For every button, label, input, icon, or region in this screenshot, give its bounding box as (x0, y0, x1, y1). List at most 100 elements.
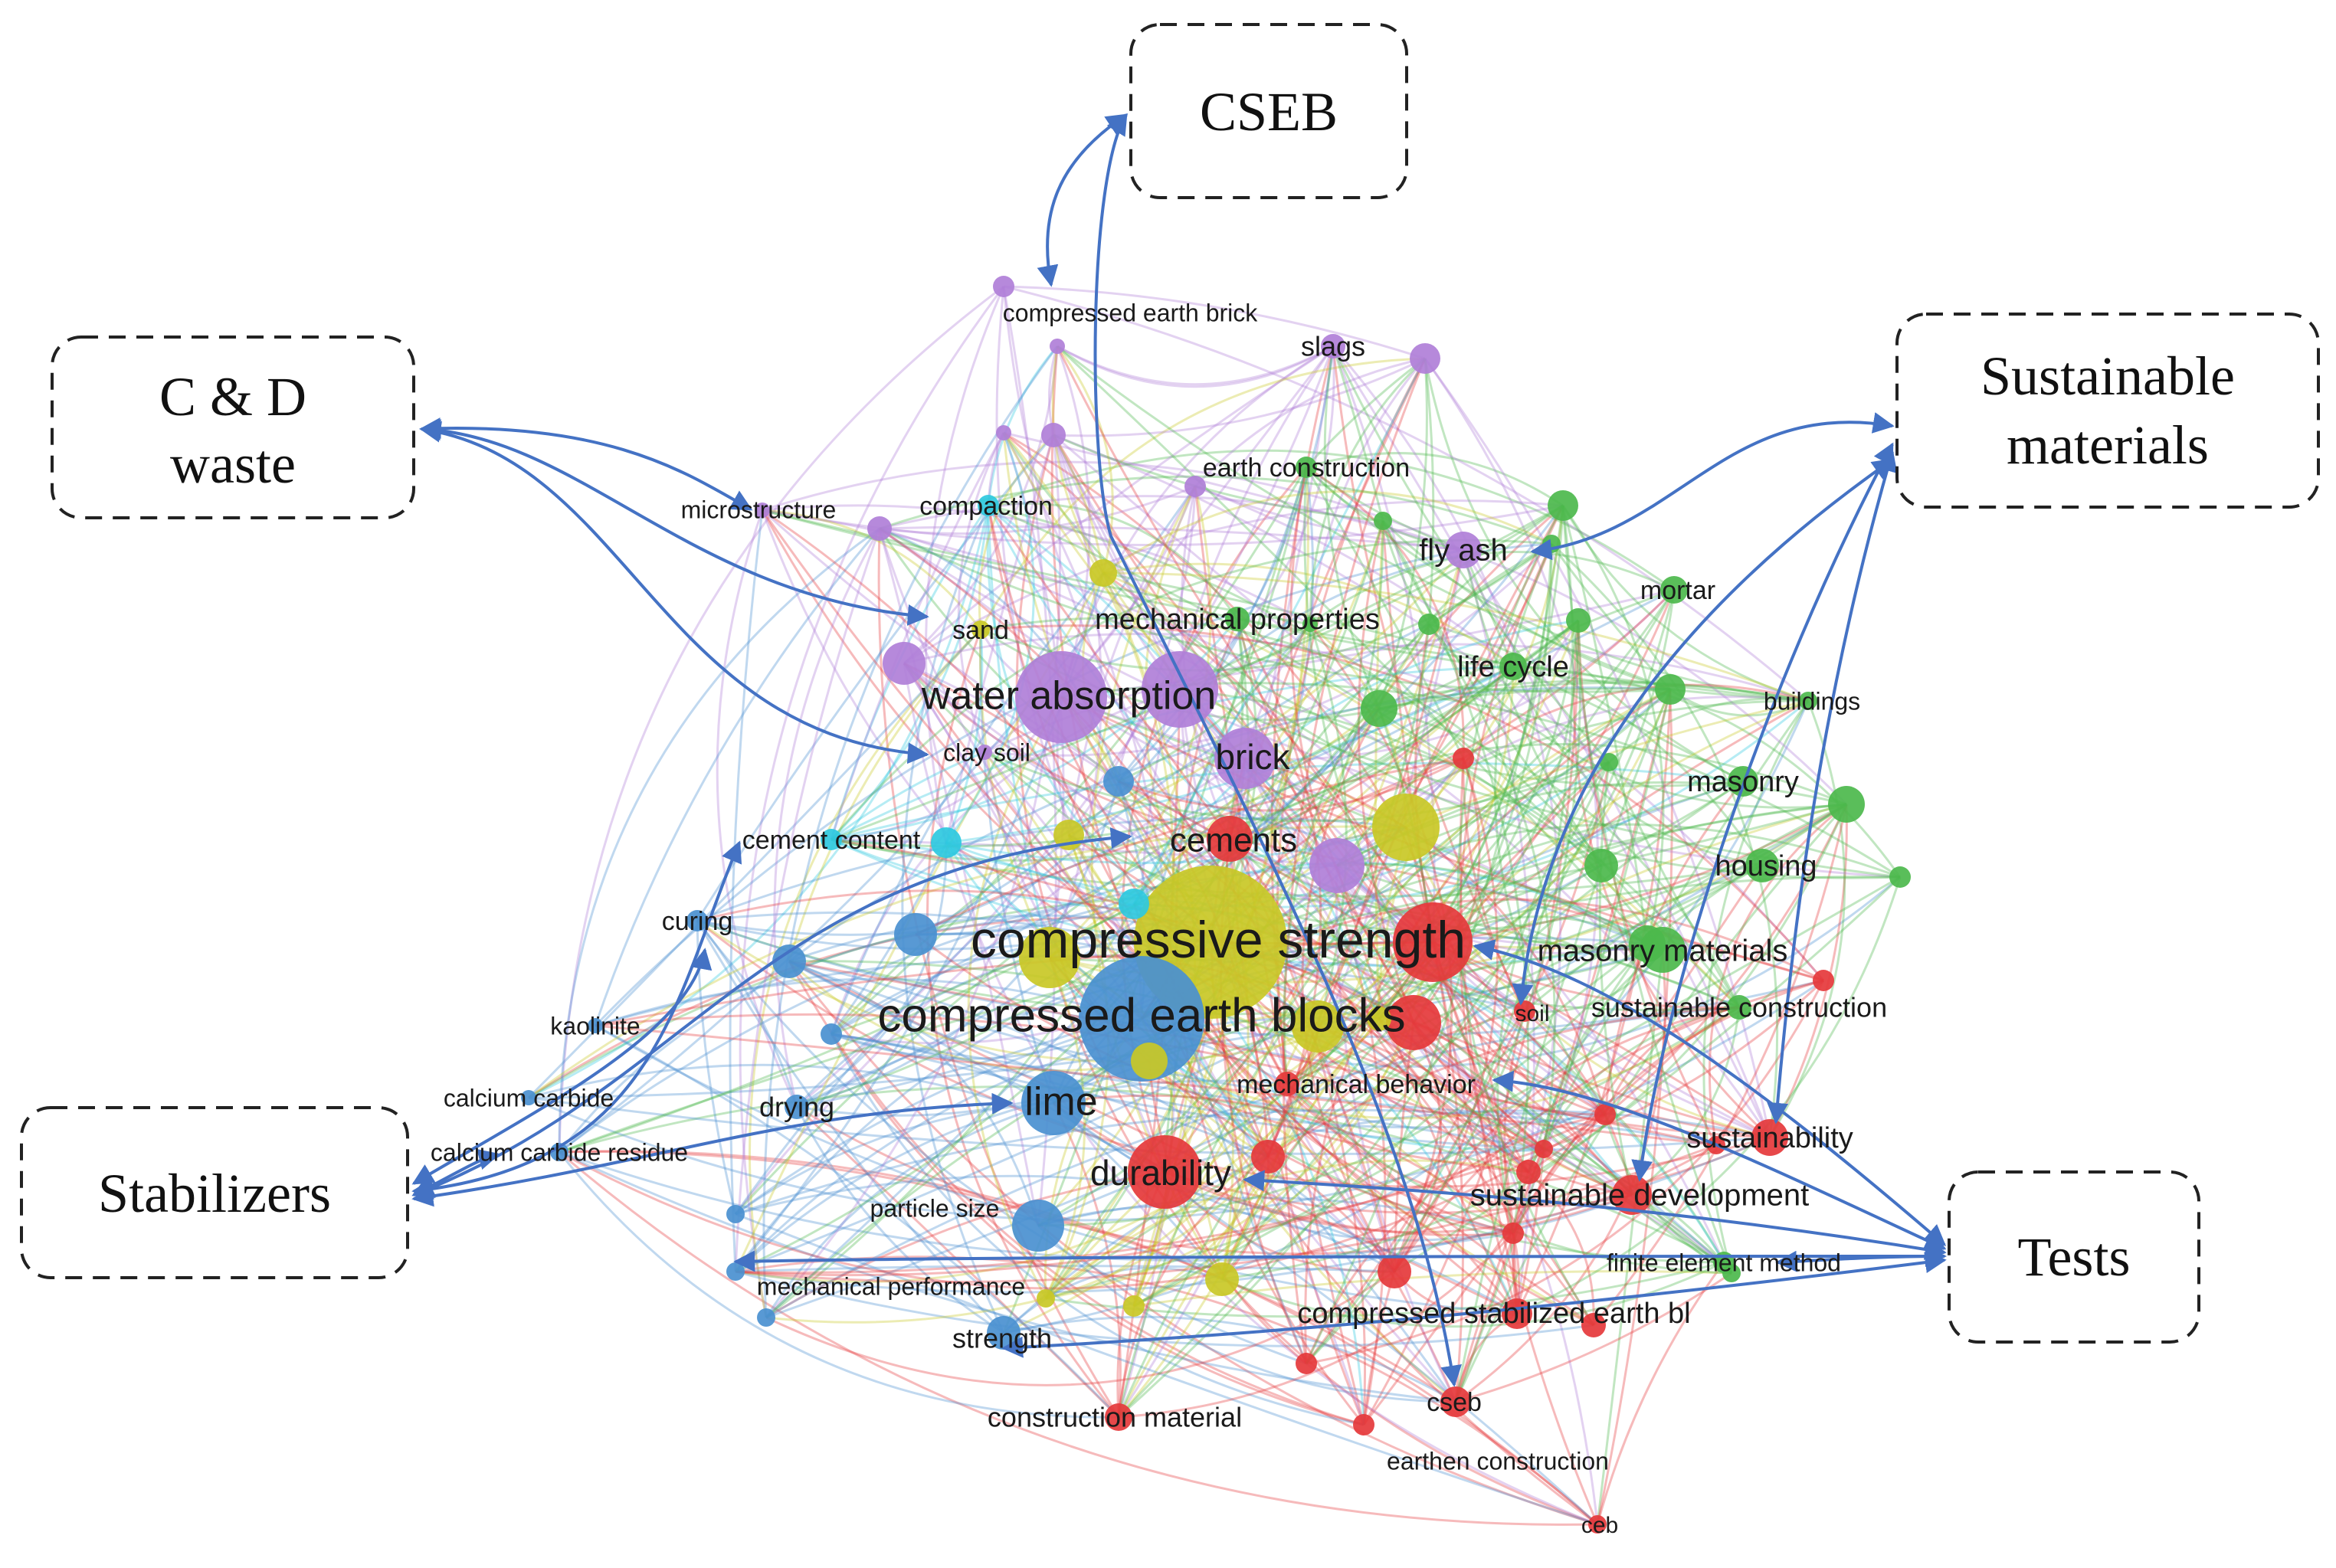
keyword-label-kaolinite: kaolinite (550, 1012, 640, 1039)
keyword-label-sustainable-development: sustainable development (1470, 1179, 1810, 1213)
keyword-label-soil: soil (1515, 1001, 1549, 1026)
keyword-label-cement-content: cement content (742, 826, 921, 855)
keyword-label-water-absorption: water absorption (921, 674, 1216, 719)
keyword-label-sand: sand (952, 616, 1009, 645)
keyword-node (772, 944, 806, 978)
keyword-node (1123, 1295, 1145, 1317)
box-text-sustainable-materials-line2: materials (2007, 414, 2209, 476)
keyword-node (1548, 490, 1578, 521)
keyword-label-curing: curing (662, 907, 733, 936)
co-occurrence-link (1052, 434, 1105, 574)
keyword-node (757, 1308, 775, 1327)
keyword-node (894, 913, 937, 956)
keyword-node (1813, 970, 1834, 991)
keyword-label-compaction: compaction (919, 492, 1053, 521)
keyword-node-clay-soil (977, 745, 992, 760)
keyword-node (1131, 1043, 1168, 1079)
keyword-node-earthen-construction (1353, 1414, 1374, 1435)
co-occurrence-link (830, 505, 990, 841)
keyword-node (1584, 849, 1618, 882)
category-box-cd-waste: C & D waste (51, 336, 415, 519)
keyword-label-masonry-materials: masonry materials (1538, 935, 1788, 968)
category-box-tests: Tests (1948, 1170, 2200, 1344)
keyword-node (1089, 559, 1117, 587)
keyword-label-sustainable-construction: sustainable construction (1591, 992, 1887, 1023)
keyword-label-earthen-construction: earthen construction (1387, 1447, 1609, 1475)
category-box-cseb: CSEB (1129, 23, 1408, 199)
keyword-node (1889, 866, 1911, 888)
keyword-label-fly-ash: fly ash (1419, 534, 1508, 568)
keyword-node-construction-material (1105, 1403, 1132, 1431)
keyword-node (1103, 766, 1134, 797)
keyword-node (1566, 608, 1591, 633)
box-text-cd-waste-line2: waste (170, 434, 296, 495)
keyword-label-compressed-stabilized-earth-bl: compressed stabilized earth bl (1297, 1298, 1690, 1330)
keyword-label-cements: cements (1170, 822, 1297, 859)
co-occurrence-link (903, 345, 1059, 665)
keyword-node (867, 516, 892, 541)
keyword-node (726, 1205, 745, 1223)
keyword-node (1296, 1353, 1317, 1374)
keyword-node-compressed-earth-brick (993, 276, 1014, 297)
keyword-node-sand (971, 620, 990, 639)
keyword-label-compressive-strength: compressive strength (971, 911, 1466, 969)
co-occurrence-link (978, 434, 1055, 630)
keyword-label-masonry: masonry (1687, 766, 1799, 798)
keyword-node (1378, 1255, 1411, 1288)
keyword-label-cseb-node: cseb (1427, 1388, 1482, 1417)
keyword-node-cseb-node (1440, 1386, 1471, 1417)
keyword-label-life-cycle: life cycle (1457, 651, 1569, 683)
keyword-label-construction-material: construction material (988, 1402, 1242, 1433)
co-occurrence-link (559, 1151, 1598, 1526)
box-text-tests: Tests (2018, 1226, 2131, 1288)
keyword-node-particle-size (1012, 1200, 1064, 1252)
keyword-node (1309, 838, 1365, 893)
co-occurrence-link (987, 345, 1059, 506)
arrow-cd-waste-to-clay-soil (419, 421, 929, 764)
co-occurrence-link (1056, 345, 1091, 698)
arrow-cseb-to-compressed-earth-brick (1037, 113, 1129, 287)
keyword-node (1502, 1223, 1524, 1244)
co-occurrence-link (957, 432, 1005, 753)
arrow-tests-to-strength (1001, 1252, 1947, 1358)
keyword-label-drying: drying (759, 1092, 834, 1123)
keyword-node-ceb (1588, 1515, 1607, 1534)
co-occurrence-link (945, 629, 984, 843)
arrow-tests-to-finite-element-method (1775, 1246, 1947, 1272)
keyword-node-water-absorption (1015, 651, 1107, 743)
keyword-node (1251, 1140, 1285, 1174)
arrow-cd-waste-to-sand (419, 419, 929, 626)
keyword-label-sustainability: sustainability (1686, 1122, 1853, 1154)
keyword-node (883, 642, 926, 685)
co-occurrence-link (945, 432, 1035, 843)
keyword-node (1037, 1289, 1055, 1308)
keyword-label-mechanical-performance: mechanical performance (757, 1272, 1025, 1300)
keyword-node (931, 827, 962, 858)
keyword-node (996, 425, 1011, 440)
keyword-label-brick: brick (1215, 737, 1290, 777)
category-arrows (411, 113, 1947, 1387)
keyword-labels: compressive strength compressed earth blo… (431, 299, 1887, 1537)
co-occurrence-link (903, 662, 1119, 783)
keyword-label-calcium-carbide: calcium carbide (444, 1084, 614, 1111)
keyword-node-mechanical-performance (726, 1262, 745, 1281)
keyword-label-calcium-carbide-residue: calcium carbide residue (431, 1138, 688, 1166)
keyword-label-microstructure: microstructure (681, 496, 837, 523)
arrow-tests-to-compressive-strength (1473, 939, 1947, 1246)
arrow-sustmat-to-fly-ash (1530, 412, 1895, 561)
keyword-node (1361, 690, 1397, 727)
keyword-label-mechanical-behavior: mechanical behavior (1237, 1070, 1476, 1099)
keyword-node (1050, 339, 1065, 354)
box-text-cd-waste-line1: C & D (159, 366, 306, 427)
keyword-label-compressed-earth-blocks: compressed earth blocks (877, 989, 1405, 1042)
keyword-node (1655, 674, 1686, 705)
keyword-label-slags: slags (1301, 331, 1365, 362)
keyword-label-compressed-earth-brick: compressed earth brick (1003, 299, 1259, 326)
keyword-label-ceb: ceb (1581, 1513, 1618, 1538)
keyword-node-compaction (978, 495, 999, 516)
co-occurrence-link (831, 751, 985, 841)
keyword-node (1418, 614, 1440, 635)
keyword-node (1453, 748, 1474, 769)
keyword-node (1374, 512, 1392, 530)
keyword-label-finite-element-method: finite element method (1607, 1249, 1841, 1276)
